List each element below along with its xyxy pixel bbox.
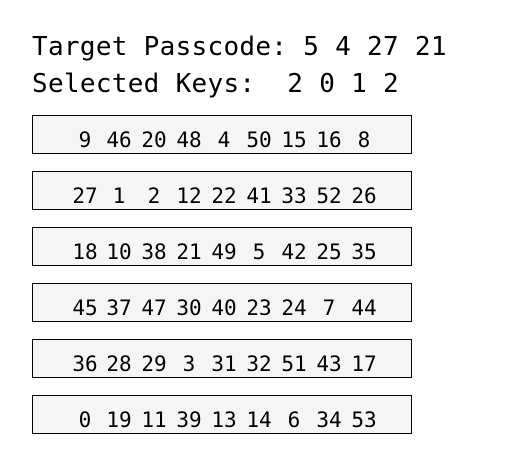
key-button[interactable]: 19 xyxy=(106,408,132,432)
key-button[interactable]: 38 xyxy=(141,240,167,264)
selected-keys-value: 2 0 1 2 xyxy=(287,69,399,99)
key-button[interactable]: 26 xyxy=(351,184,377,208)
key-button[interactable]: 36 xyxy=(72,352,98,376)
key-button[interactable]: 34 xyxy=(316,408,342,432)
key-button[interactable]: 14 xyxy=(246,408,272,432)
key-button[interactable]: 47 xyxy=(141,296,167,320)
key-button[interactable]: 50 xyxy=(246,128,272,152)
key-button[interactable]: 16 xyxy=(316,128,342,152)
target-passcode-value: 5 4 27 21 xyxy=(303,32,447,62)
key-button[interactable]: 51 xyxy=(281,352,307,376)
key-button[interactable]: 41 xyxy=(246,184,272,208)
key-button[interactable]: 21 xyxy=(176,240,202,264)
key-button[interactable]: 39 xyxy=(176,408,202,432)
key-row: 9 46 20 48 4 50 15 16 8 xyxy=(32,115,412,154)
key-button[interactable]: 11 xyxy=(141,408,167,432)
key-button[interactable]: 49 xyxy=(211,240,237,264)
key-button[interactable]: 29 xyxy=(141,352,167,376)
key-button[interactable]: 33 xyxy=(281,184,307,208)
key-button[interactable]: 13 xyxy=(211,408,237,432)
selected-keys-line: Selected Keys: 2 0 1 2 xyxy=(32,69,399,99)
key-button[interactable]: 2 xyxy=(147,184,161,208)
key-button[interactable]: 42 xyxy=(281,240,307,264)
key-button[interactable]: 43 xyxy=(316,352,342,376)
key-button[interactable]: 45 xyxy=(72,296,98,320)
key-button[interactable]: 20 xyxy=(141,128,167,152)
key-button[interactable]: 1 xyxy=(112,184,126,208)
key-button[interactable]: 9 xyxy=(78,128,92,152)
key-button[interactable]: 30 xyxy=(176,296,202,320)
key-row: 36 28 29 3 31 32 51 43 17 xyxy=(32,339,412,378)
key-button[interactable]: 25 xyxy=(316,240,342,264)
key-button[interactable]: 32 xyxy=(246,352,272,376)
key-button[interactable]: 31 xyxy=(211,352,237,376)
selected-keys-label: Selected Keys: xyxy=(32,69,256,99)
key-button[interactable]: 5 xyxy=(252,240,266,264)
key-button[interactable]: 23 xyxy=(246,296,272,320)
key-button[interactable]: 28 xyxy=(106,352,132,376)
key-button[interactable]: 15 xyxy=(281,128,307,152)
key-button[interactable]: 53 xyxy=(351,408,377,432)
key-row: 45 37 47 30 40 23 24 7 44 xyxy=(32,283,412,322)
key-row: 0 19 11 39 13 14 6 34 53 xyxy=(32,395,412,434)
key-button[interactable]: 12 xyxy=(176,184,202,208)
target-passcode-label: Target Passcode: xyxy=(32,32,288,62)
key-button[interactable]: 18 xyxy=(72,240,98,264)
key-button[interactable]: 52 xyxy=(316,184,342,208)
key-button[interactable]: 46 xyxy=(106,128,132,152)
key-button[interactable]: 48 xyxy=(176,128,202,152)
key-button[interactable]: 27 xyxy=(72,184,98,208)
key-button[interactable]: 4 xyxy=(217,128,231,152)
key-button[interactable]: 37 xyxy=(106,296,132,320)
key-button[interactable]: 35 xyxy=(351,240,377,264)
key-button[interactable]: 3 xyxy=(182,352,196,376)
key-button[interactable]: 10 xyxy=(106,240,132,264)
key-button[interactable]: 17 xyxy=(351,352,377,376)
key-button[interactable]: 44 xyxy=(351,296,377,320)
key-row: 18 10 38 21 49 5 42 25 35 xyxy=(32,227,412,266)
target-passcode-line: Target Passcode: 5 4 27 21 xyxy=(32,32,447,62)
key-button[interactable]: 6 xyxy=(287,408,301,432)
key-button[interactable]: 0 xyxy=(78,408,92,432)
key-button[interactable]: 40 xyxy=(211,296,237,320)
key-button[interactable]: 24 xyxy=(281,296,307,320)
key-button[interactable]: 22 xyxy=(211,184,237,208)
key-button[interactable]: 8 xyxy=(357,128,371,152)
key-button[interactable]: 7 xyxy=(322,296,336,320)
